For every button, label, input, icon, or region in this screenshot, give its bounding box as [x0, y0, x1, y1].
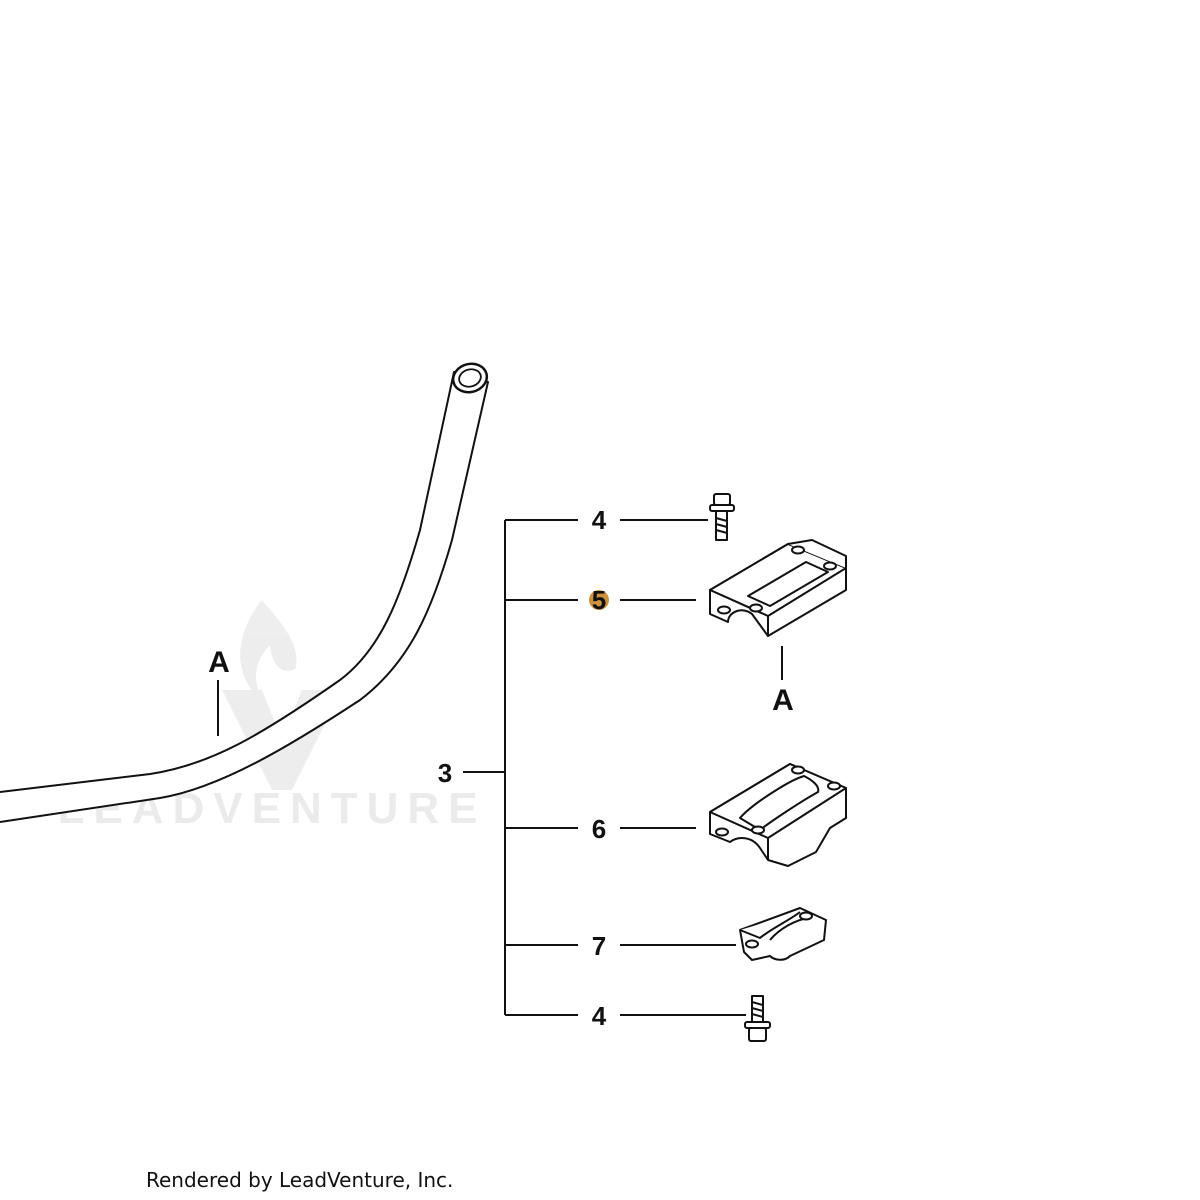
- handlebar-tube-outline: [0, 371, 489, 823]
- callout-3[interactable]: 3: [438, 758, 452, 788]
- callout-7[interactable]: 7: [592, 931, 606, 961]
- upper-clamp-part[interactable]: [709, 539, 847, 637]
- bolt-top-part[interactable]: [709, 493, 735, 541]
- handlebar[interactable]: [0, 360, 490, 823]
- lower-clamp-7-part[interactable]: [739, 907, 827, 961]
- reference-a-handlebar: A: [208, 646, 230, 679]
- callout-4-top[interactable]: 4: [592, 505, 607, 535]
- callout-5-highlight: [589, 590, 609, 610]
- handlebar-tube-bore: [458, 368, 482, 388]
- callout-6[interactable]: 6: [592, 814, 606, 844]
- footer-credit: Rendered by LeadVenture, Inc.: [146, 1168, 453, 1192]
- watermark-flame-icon: [240, 600, 297, 700]
- assembly-bracket: [463, 519, 578, 1016]
- callout-5[interactable]: 5: [589, 585, 609, 615]
- lower-clamp-6-part[interactable]: [709, 763, 847, 867]
- bolt-bottom-part[interactable]: [744, 995, 771, 1042]
- reference-a-clamp: A: [772, 684, 794, 717]
- callout-5-label: 5: [592, 585, 606, 615]
- callout-4-bottom[interactable]: 4: [592, 1001, 607, 1031]
